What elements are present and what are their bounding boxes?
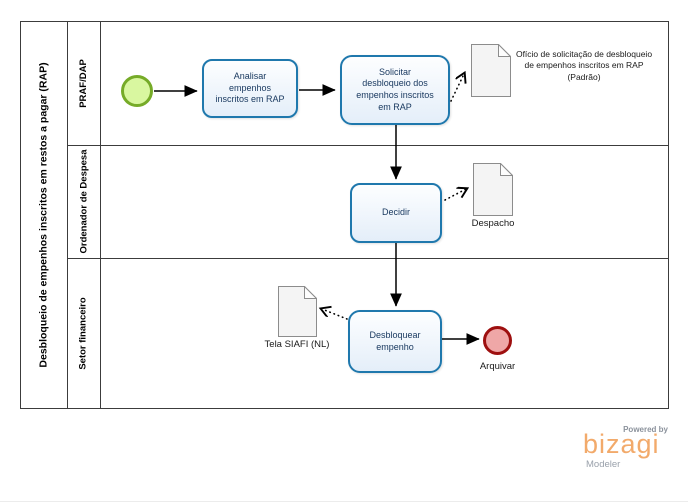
lane-divider-2 xyxy=(67,258,669,259)
start-event[interactable] xyxy=(121,75,153,107)
lane-header-divider xyxy=(100,21,101,409)
task-desbloquear-empenho[interactable]: Desbloquear empenho xyxy=(348,310,442,373)
pool-title: Desbloqueio de empenhos inscritos em res… xyxy=(37,62,50,368)
task-label: Desbloquear empenho xyxy=(369,329,421,352)
task-label: Analisar empenhos inscritos em RAP xyxy=(215,70,285,105)
document-oficio-label: Ofício de solicitação de desbloqueio de … xyxy=(515,49,653,82)
document-oficio-icon[interactable] xyxy=(471,44,511,97)
bizagi-logo: bizagi xyxy=(583,429,660,459)
lane-header-ordenador: Ordenador de Despesa xyxy=(67,145,100,258)
bizagi-modeler-text: Modeler xyxy=(586,459,621,470)
lane-label: Setor financeiro xyxy=(78,297,90,370)
document-tela-siafi-label: Tela SIAFI (NL) xyxy=(264,339,330,350)
pool-title-cell: Desbloqueio de empenhos inscritos em res… xyxy=(20,21,67,409)
pool-title-divider xyxy=(67,21,68,409)
task-decidir[interactable]: Decidir xyxy=(350,183,442,243)
lane-label: PRAF/DAP xyxy=(78,58,89,108)
task-analisar-empenhos[interactable]: Analisar empenhos inscritos em RAP xyxy=(202,59,298,118)
task-solicitar-desbloqueio[interactable]: Solicitar desbloqueio dos empenhos inscr… xyxy=(340,55,450,125)
lane-label: Ordenador de Despesa xyxy=(78,149,90,254)
document-despacho-label: Despacho xyxy=(471,218,515,229)
lane-divider-1 xyxy=(67,145,669,146)
document-despacho-icon[interactable] xyxy=(473,163,513,216)
pool-border xyxy=(20,21,669,409)
document-tela-siafi-icon[interactable] xyxy=(278,286,317,337)
end-event[interactable] xyxy=(483,326,512,355)
task-label: Decidir xyxy=(381,207,410,218)
end-event-label: Arquivar xyxy=(479,361,516,372)
lane-header-setor-financeiro: Setor financeiro xyxy=(67,258,100,409)
lane-header-praf-dap: PRAF/DAP xyxy=(67,21,100,145)
powered-by-text: Powered by xyxy=(623,425,668,434)
task-label: Solicitar desbloqueio dos empenhos inscr… xyxy=(356,66,434,112)
